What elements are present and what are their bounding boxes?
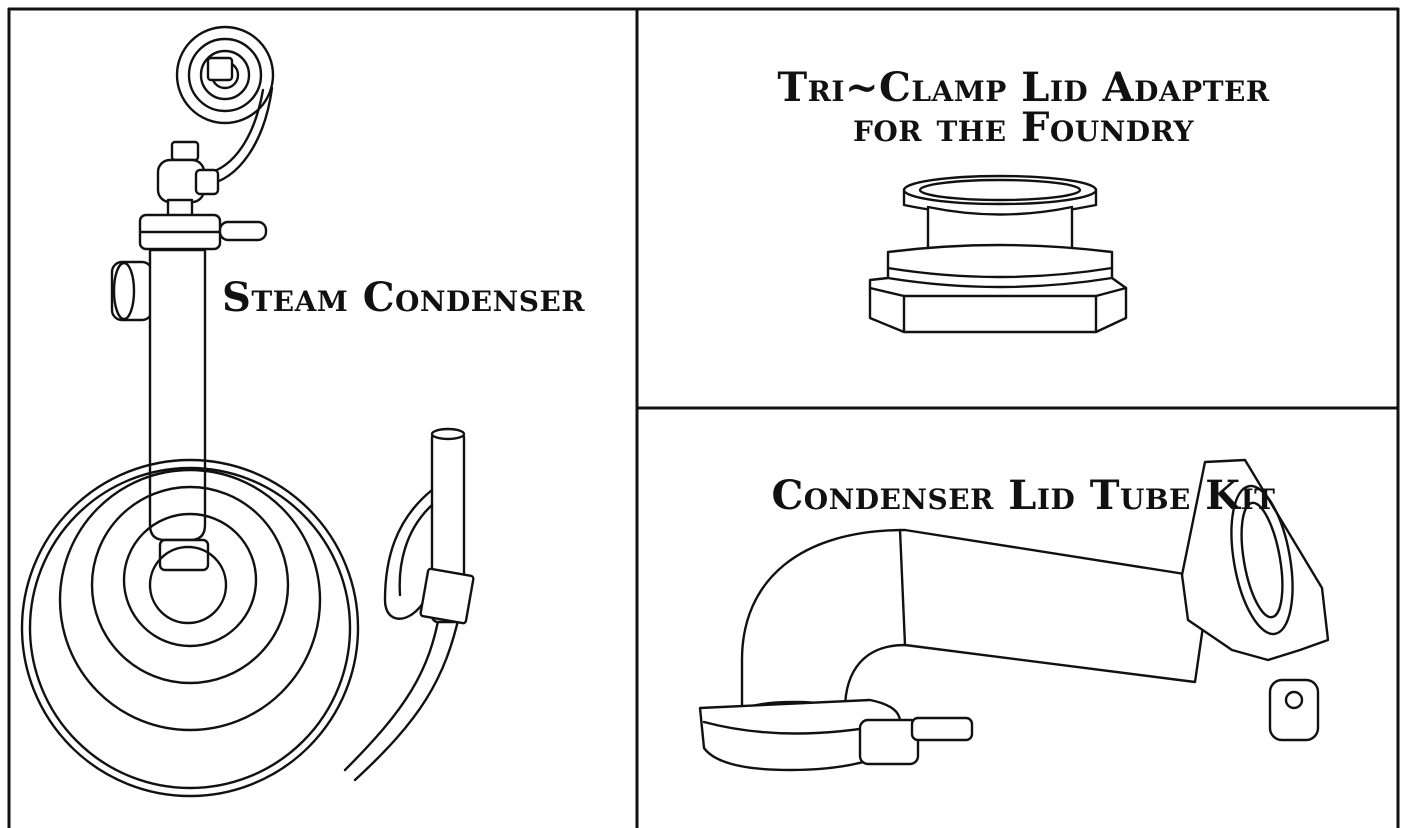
tri-clamp-adapter-label-line1: Tri~Clamp Lid Adapter (777, 64, 1270, 111)
steam-condenser-label: Steam Condenser (222, 274, 586, 321)
condenser-tube-kit-illustration (698, 458, 1330, 772)
tri-clamp-adapter-label-line2: for the Foundry (852, 104, 1194, 151)
panel-borders (7, 7, 1400, 828)
tri-clamp-adapter-illustration (868, 174, 1128, 334)
tri-clamp-adapter-label: Tri~Clamp Lid Adapter for the Foundry (640, 68, 1407, 148)
condenser-tube-kit-label: Condenser Lid Tube Kit (771, 472, 1276, 519)
steam-condenser-illustration (20, 25, 475, 798)
